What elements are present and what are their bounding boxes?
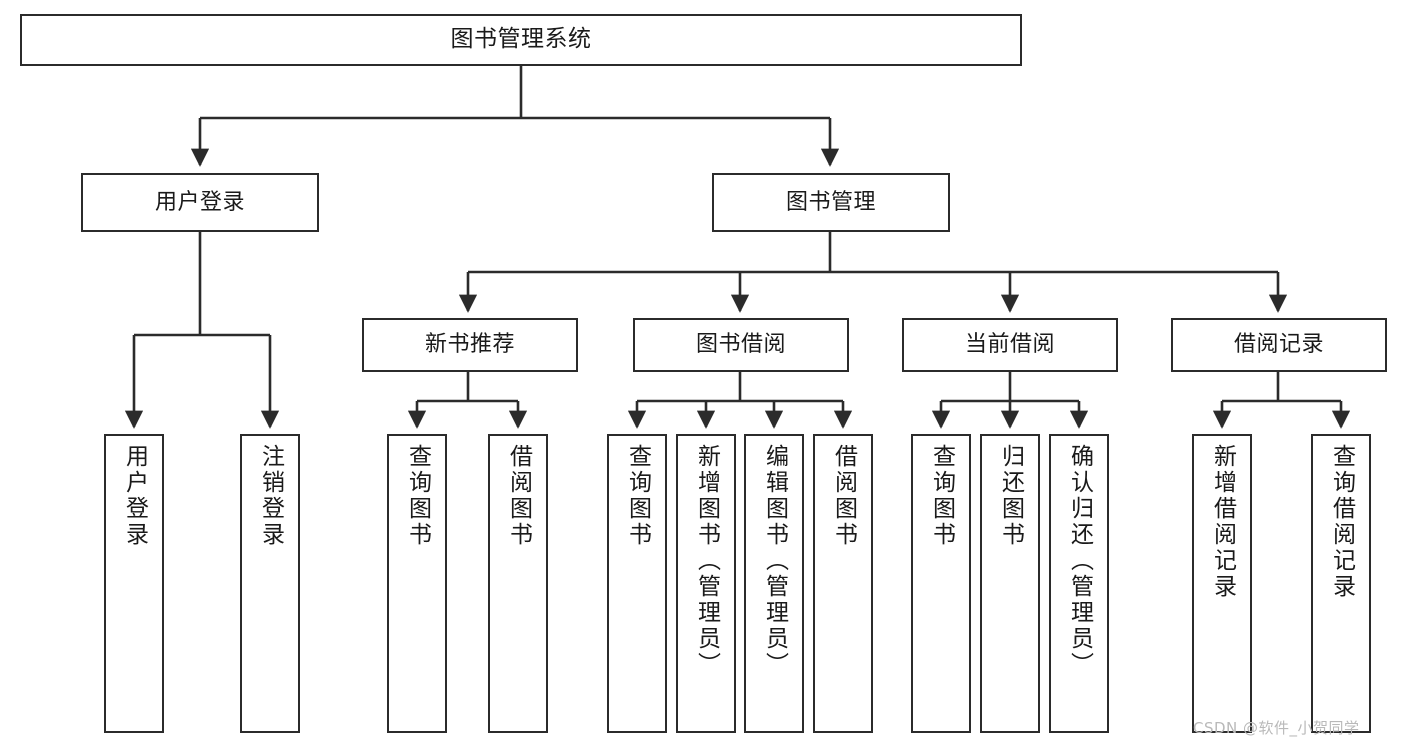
node-label: 查询图书 xyxy=(404,444,431,548)
leaf-borrow-book-recommend[interactable]: 借阅图书 xyxy=(488,434,548,733)
node-label: 查询图书 xyxy=(624,444,651,548)
node-label: 归还图书 xyxy=(997,444,1024,548)
node-label: 图书借阅 xyxy=(695,332,786,358)
node-label: 查询图书 xyxy=(928,444,955,548)
node-label: 图书管理系统 xyxy=(450,26,592,53)
node-label: 当前借阅 xyxy=(964,332,1055,358)
node-label: 借阅图书 xyxy=(830,444,857,548)
node-label: 注销登录 xyxy=(257,444,284,548)
node-new-book-recommend[interactable]: 新书推荐 xyxy=(362,318,578,372)
node-label: 查询借阅记录 xyxy=(1328,444,1355,600)
leaf-confirm-return-admin[interactable]: 确认归还（管理员） xyxy=(1049,434,1109,733)
node-label: 图书管理 xyxy=(785,189,876,215)
node-user-login[interactable]: 用户登录 xyxy=(81,173,319,232)
node-root-system[interactable]: 图书管理系统 xyxy=(20,14,1022,66)
node-label: 确认归还（管理员） xyxy=(1066,444,1093,678)
node-book-management[interactable]: 图书管理 xyxy=(712,173,950,232)
leaf-query-borrow-record[interactable]: 查询借阅记录 xyxy=(1311,434,1371,733)
node-book-borrow[interactable]: 图书借阅 xyxy=(633,318,849,372)
node-label: 用户登录 xyxy=(154,189,245,215)
leaf-user-login[interactable]: 用户登录 xyxy=(104,434,164,733)
node-label: 新增借阅记录 xyxy=(1209,444,1236,600)
leaf-logout[interactable]: 注销登录 xyxy=(240,434,300,733)
node-label: 借阅图书 xyxy=(505,444,532,548)
leaf-return-book[interactable]: 归还图书 xyxy=(980,434,1040,733)
node-current-borrow[interactable]: 当前借阅 xyxy=(902,318,1118,372)
node-label: 用户登录 xyxy=(121,444,148,548)
node-borrow-record[interactable]: 借阅记录 xyxy=(1171,318,1387,372)
leaf-query-book-borrow[interactable]: 查询图书 xyxy=(607,434,667,733)
leaf-add-book-admin[interactable]: 新增图书（管理员） xyxy=(676,434,736,733)
leaf-query-book-recommend[interactable]: 查询图书 xyxy=(387,434,447,733)
node-label: 新书推荐 xyxy=(424,332,515,358)
node-label: 借阅记录 xyxy=(1233,332,1324,358)
node-label: 新增图书（管理员） xyxy=(693,444,720,678)
leaf-add-borrow-record[interactable]: 新增借阅记录 xyxy=(1192,434,1252,733)
leaf-borrow-book[interactable]: 借阅图书 xyxy=(813,434,873,733)
leaf-edit-book-admin[interactable]: 编辑图书（管理员） xyxy=(744,434,804,733)
node-label: 编辑图书（管理员） xyxy=(761,444,788,678)
leaf-query-book-current[interactable]: 查询图书 xyxy=(911,434,971,733)
csdn-watermark: CSDN @软件_小贺同学 xyxy=(1193,719,1360,737)
